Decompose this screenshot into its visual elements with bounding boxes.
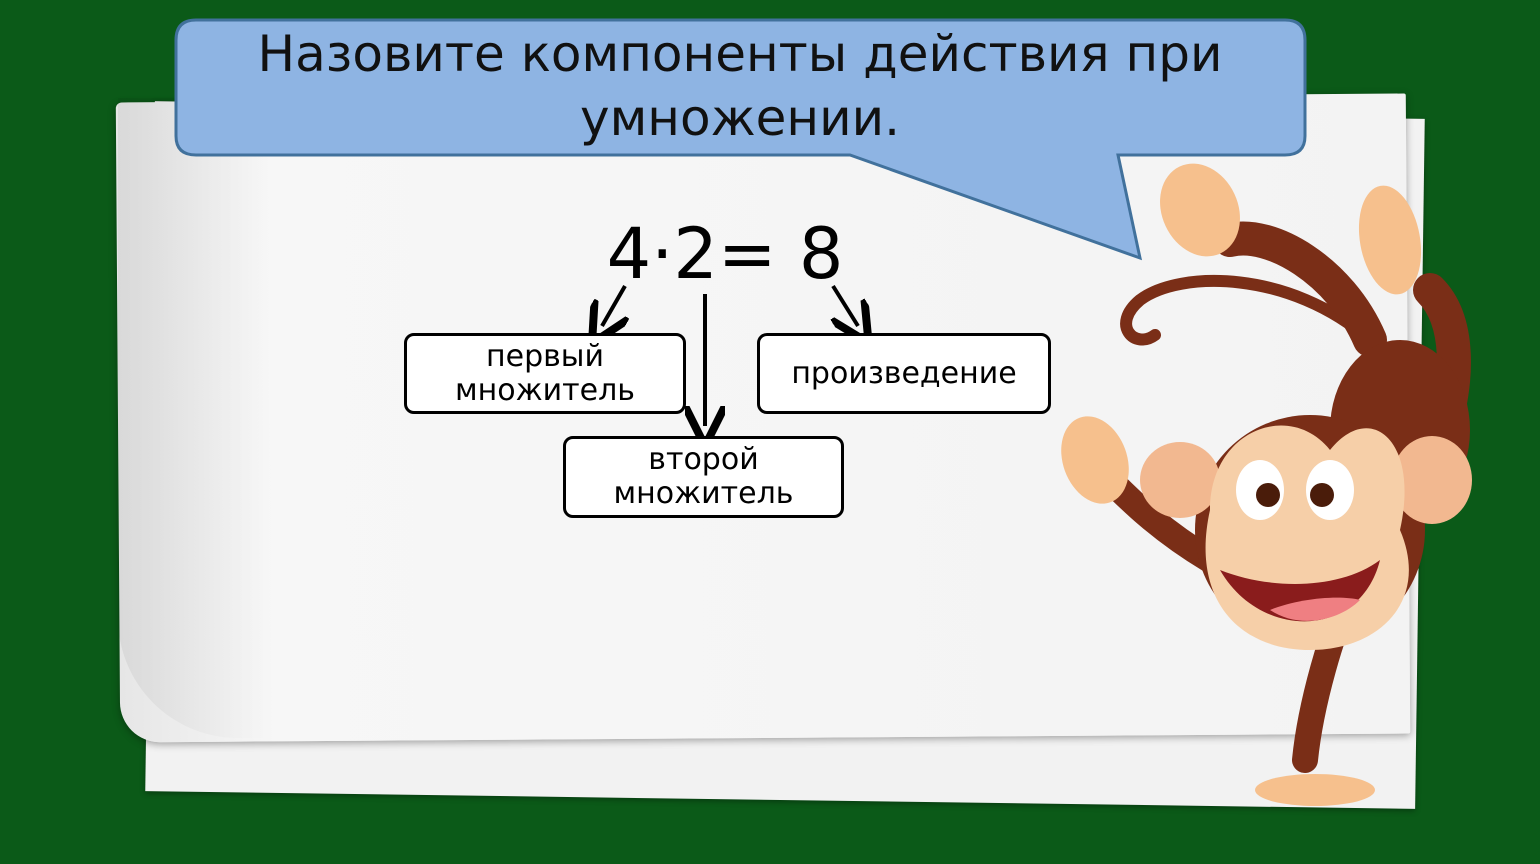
monkey-illustration <box>1061 163 1472 806</box>
slide-title: Назовите компоненты действия при умножен… <box>257 25 1223 147</box>
equation: 4·2= 8 <box>606 213 844 295</box>
second-factor-box: второй множитель <box>563 436 844 518</box>
paper-curl-shadow <box>118 98 268 738</box>
product-box: произведение <box>757 333 1051 414</box>
first-factor-box: первый множитель <box>404 333 686 414</box>
